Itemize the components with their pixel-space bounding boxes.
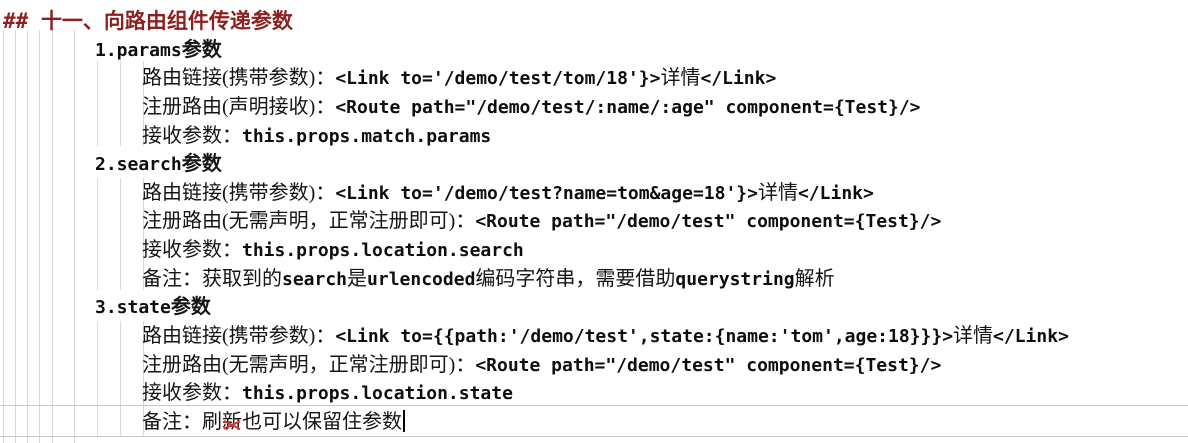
text-segment: 注册路由(无需声明，正常注册即可)： bbox=[142, 210, 476, 233]
code-segment: 2.search bbox=[95, 154, 182, 176]
code-segment: <Link to='/demo/test/tom/18'}> bbox=[335, 68, 661, 90]
content-line[interactable]: 路由链接(携带参数)：<Link to='/demo/test?name=tom… bbox=[0, 179, 1188, 208]
text-segment: 是 bbox=[347, 267, 368, 290]
code-segment: 3.state bbox=[95, 297, 171, 319]
text-segment: 编码字符串，需要借助 bbox=[475, 267, 676, 290]
content-line[interactable]: 接收参数：this.props.location.search bbox=[0, 236, 1188, 265]
code-segment: <Route path="/demo/test" component={Test… bbox=[475, 211, 942, 233]
text-segment: 接收参数： bbox=[142, 239, 242, 262]
content-line[interactable]: 注册路由(无需声明，正常注册即可)：<Route path="/demo/tes… bbox=[0, 207, 1188, 236]
text-segment: 详情 bbox=[660, 67, 701, 90]
text-segment: 接收参数： bbox=[142, 124, 242, 147]
text-segment: 参数 bbox=[181, 38, 222, 61]
code-segment: this.props.location.state bbox=[242, 383, 513, 405]
text-segment: 备注：获取到的 bbox=[142, 267, 282, 290]
content-line[interactable]: 3.state参数 bbox=[0, 293, 1188, 322]
content-line[interactable]: 路由链接(携带参数)：<Link to={{path:'/demo/test',… bbox=[0, 322, 1188, 351]
code-segment: <Link to='/demo/test?name=tom&age=18'}> bbox=[335, 182, 758, 204]
code-segment: querystring bbox=[675, 268, 795, 290]
text-segment: 详情 bbox=[757, 181, 798, 204]
code-segment: ## bbox=[3, 9, 41, 33]
code-segment: <Route path="/demo/test/:name/:age" comp… bbox=[335, 96, 921, 118]
code-segment: 1.params bbox=[95, 39, 182, 61]
text-segment: 接收参数： bbox=[142, 382, 242, 405]
text-segment: 路由链接(携带参数)： bbox=[142, 325, 336, 348]
code-segment: <Route path="/demo/test" component={Test… bbox=[475, 354, 942, 376]
content-line[interactable]: 1.params参数 bbox=[0, 36, 1188, 65]
code-segment: search bbox=[282, 268, 348, 290]
code-segment: <Link to={{path:'/demo/test',state:{name… bbox=[335, 326, 954, 348]
text-segment: 路由链接(携带参数)： bbox=[142, 181, 336, 204]
code-segment: this.props.match.params bbox=[242, 125, 492, 147]
content-line[interactable]: 注册路由(声明接收)：<Route path="/demo/test/:name… bbox=[0, 93, 1188, 122]
content-line[interactable]: 注册路由(无需声明，正常注册即可)：<Route path="/demo/tes… bbox=[0, 351, 1188, 380]
text-segment: 参数 bbox=[181, 153, 222, 176]
text-segment: 参数 bbox=[170, 296, 211, 319]
text-segment: 详情 bbox=[953, 325, 994, 348]
text-segment: 备注：刷 bbox=[142, 410, 222, 433]
text-segment: 也可以保留住参数 bbox=[242, 410, 402, 433]
content-line[interactable]: 备注：获取到的search是urlencoded编码字符串，需要借助querys… bbox=[0, 265, 1188, 294]
text-segment: 路由链接(携带参数)： bbox=[142, 67, 336, 90]
content-line[interactable]: 接收参数：this.props.match.params bbox=[0, 122, 1188, 151]
code-segment: </Link> bbox=[700, 68, 777, 90]
spellcheck-marked-text: 新 bbox=[222, 408, 242, 437]
content-line[interactable]: 接收参数：this.props.location.state bbox=[0, 379, 1188, 408]
code-segment: </Link> bbox=[797, 182, 874, 204]
code-segment: </Link> bbox=[993, 326, 1069, 348]
text-segment: 解析 bbox=[794, 267, 835, 290]
text-segment: 注册路由(声明接收)： bbox=[142, 95, 336, 118]
text-segment: 注册路由(无需声明，正常注册即可)： bbox=[142, 353, 476, 376]
code-segment: this.props.location.search bbox=[242, 240, 524, 262]
content-line[interactable]: 路由链接(携带参数)：<Link to='/demo/test/tom/18'}… bbox=[0, 64, 1188, 93]
code-segment: urlencoded bbox=[367, 268, 476, 290]
heading-line[interactable]: ## 十一、向路由组件传递参数 bbox=[0, 7, 1188, 36]
content-line[interactable]: 备注：刷新也可以保留住参数 bbox=[0, 408, 1188, 437]
content-line[interactable]: 2.search参数 bbox=[0, 150, 1188, 179]
text-cursor bbox=[403, 409, 405, 432]
text-segment: 十一、向路由组件传递参数 bbox=[40, 9, 293, 33]
